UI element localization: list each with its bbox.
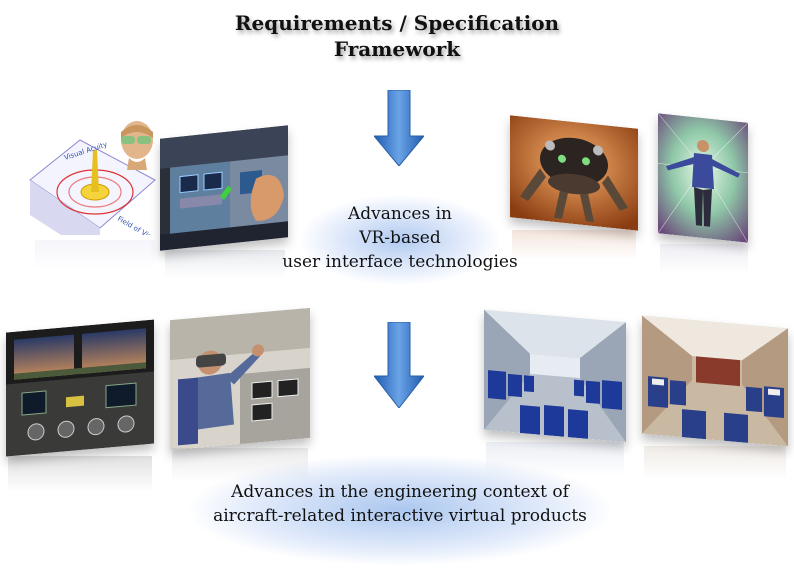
title-line-2: Framework [333, 37, 461, 61]
cockpit-hand-image [160, 125, 288, 251]
vr-technologies-text: Advances in VR-based user interface tech… [282, 204, 518, 272]
bottom-glow [190, 455, 610, 565]
cabin-interior-warm-image [642, 315, 788, 447]
visual-acuity-reflection [35, 240, 155, 270]
visual-acuity-chart-image: Visual Acuity Field of View [25, 120, 160, 235]
cockpit-hand-reflection [165, 250, 285, 278]
vr-cave-reflection [660, 244, 748, 274]
cabin-warm-reflection [644, 446, 786, 480]
vr-cave-person-image [658, 113, 748, 243]
hmd-user-image [170, 307, 310, 451]
down-arrow-top [374, 90, 424, 166]
flight-cockpit-reflection [8, 456, 152, 492]
title-line-1: Requirements / Specification [234, 11, 560, 35]
flight-cockpit-image [6, 319, 154, 457]
field-of-view-label: Field of View [116, 215, 158, 235]
robot-image [510, 115, 638, 231]
cabin-interior-blue-image [484, 309, 626, 443]
down-arrow-bottom [374, 322, 424, 408]
cabin-blue-reflection [486, 442, 624, 476]
hmd-user-reflection [172, 448, 308, 482]
diagram-title: Requirements / Specification Framework [0, 10, 794, 62]
middle-glow [300, 195, 500, 285]
robot-reflection [512, 230, 636, 260]
engineering-context-text: Advances in the engineering context of a… [213, 482, 587, 526]
